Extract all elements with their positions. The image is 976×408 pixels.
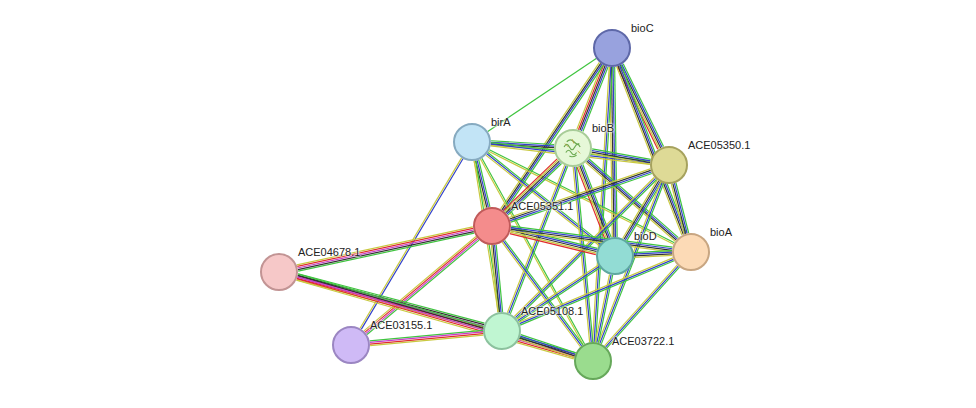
evidence-line bbox=[493, 245, 499, 312]
node-label: bioB bbox=[592, 122, 614, 135]
protein-node: ACE03722.1 bbox=[574, 342, 612, 380]
protein-node: bioD bbox=[596, 237, 634, 275]
evidence-line bbox=[520, 336, 575, 354]
evidence-line bbox=[607, 267, 680, 348]
evidence-line bbox=[671, 184, 684, 234]
interaction-edge bbox=[501, 62, 604, 211]
evidence-line bbox=[520, 259, 674, 323]
node-label: ACE04678.1 bbox=[298, 246, 360, 259]
interaction-edge bbox=[519, 335, 575, 358]
evidence-line bbox=[520, 261, 674, 325]
evidence-line bbox=[510, 172, 651, 221]
interaction-edge bbox=[634, 251, 672, 258]
evidence-line bbox=[511, 228, 672, 249]
node-label: ACE03722.1 bbox=[612, 335, 674, 348]
evidence-line bbox=[509, 169, 650, 218]
interaction-edge bbox=[605, 265, 680, 348]
protein-node: ACE05108.1 bbox=[483, 312, 521, 350]
protein-node: birA bbox=[453, 123, 491, 161]
evidence-line bbox=[510, 170, 651, 219]
evidence-line bbox=[502, 63, 601, 209]
interaction-edge bbox=[370, 330, 484, 345]
evidence-line bbox=[521, 335, 576, 353]
evidence-line bbox=[298, 232, 474, 270]
evidence-line bbox=[622, 64, 662, 147]
protein-node: ACE03155.1 bbox=[332, 326, 370, 364]
evidence-line bbox=[511, 231, 672, 252]
protein-node: bioA bbox=[672, 233, 710, 271]
evidence-line bbox=[674, 183, 687, 233]
evidence-line bbox=[495, 245, 501, 312]
node-label: ACE05351.1 bbox=[511, 200, 573, 213]
evidence-line bbox=[366, 239, 478, 333]
node-label: birA bbox=[491, 116, 511, 129]
evidence-line bbox=[511, 173, 652, 222]
interaction-edge bbox=[491, 245, 502, 313]
evidence-line bbox=[605, 265, 678, 346]
evidence-line bbox=[517, 265, 598, 319]
node-label: ACE05350.1 bbox=[688, 139, 750, 152]
interaction-edge bbox=[671, 183, 688, 234]
evidence-line bbox=[606, 266, 679, 347]
protein-node: ACE05350.1 bbox=[650, 146, 688, 184]
evidence-line bbox=[520, 338, 575, 356]
evidence-line bbox=[591, 154, 650, 164]
interaction-edge bbox=[509, 169, 652, 222]
interaction-edge bbox=[591, 149, 650, 164]
evidence-line bbox=[519, 339, 574, 357]
evidence-line bbox=[592, 152, 651, 162]
interaction-edge bbox=[511, 226, 673, 252]
evidence-line bbox=[298, 233, 474, 271]
evidence-line bbox=[511, 226, 672, 247]
protein-node: bioC bbox=[593, 29, 631, 67]
evidence-line bbox=[519, 258, 673, 322]
node-label: ACE03155.1 bbox=[370, 319, 432, 332]
node-label: bioA bbox=[710, 226, 732, 239]
evidence-line bbox=[511, 229, 672, 250]
evidence-line bbox=[595, 274, 609, 342]
evidence-line bbox=[297, 227, 473, 265]
protein-node: ACE04678.1 bbox=[260, 253, 298, 291]
evidence-line bbox=[370, 334, 483, 344]
protein-node: bioB bbox=[554, 129, 592, 167]
structure-image bbox=[556, 131, 590, 165]
protein-node: ACE05351.1 bbox=[473, 207, 511, 245]
evidence-line bbox=[673, 184, 686, 234]
interaction-edge bbox=[519, 258, 674, 325]
evidence-line bbox=[634, 255, 672, 257]
evidence-line bbox=[370, 335, 483, 345]
node-label: bioD bbox=[634, 230, 657, 243]
evidence-line bbox=[491, 245, 497, 312]
node-label: bioC bbox=[631, 22, 654, 35]
evidence-line bbox=[509, 166, 566, 314]
node-label: ACE05108.1 bbox=[521, 305, 583, 318]
evidence-line bbox=[298, 274, 484, 323]
